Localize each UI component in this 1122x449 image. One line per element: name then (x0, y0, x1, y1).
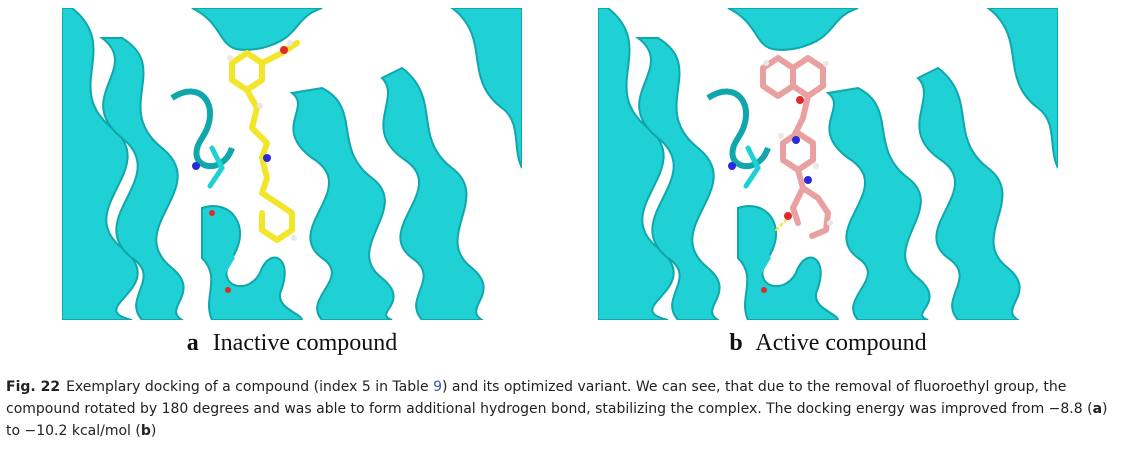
caption-text-1: Exemplary docking of a compound (index 5… (66, 379, 434, 395)
panel-title: Active compound (755, 330, 927, 356)
protein-ligand-render-a (62, 8, 522, 320)
panel-letter: a (186, 330, 199, 356)
panel-label-a: a Inactive compound (62, 330, 522, 357)
figure-number: Fig. 22 (6, 379, 61, 395)
panel-title: Inactive compound (212, 330, 398, 356)
caption-text-2: ) and its optimized variant. We can see,… (6, 379, 1093, 417)
panel-ref-a: a (1092, 401, 1103, 417)
panel-letter: b (729, 330, 743, 356)
caption-text-3: ) to −10.2 kcal/mol ( (6, 401, 1108, 439)
side-chains (192, 145, 235, 293)
caption-text-4: ) (150, 423, 157, 439)
docking-image-inactive (62, 8, 522, 320)
ligand (760, 55, 833, 239)
panel-ref-b: b (140, 423, 151, 439)
side-chains (728, 145, 787, 293)
panel-label-b: b Active compound (598, 330, 1058, 357)
protein-ligand-render-b (598, 8, 1058, 320)
figure-caption: Fig. 22 Exemplary docking of a compound (… (6, 376, 1116, 442)
protein-ribbon (62, 8, 522, 320)
protein-ribbon (598, 8, 1058, 320)
docking-image-active (598, 8, 1058, 320)
table-reference-link[interactable]: 9 (433, 379, 442, 395)
ligand (227, 40, 300, 243)
